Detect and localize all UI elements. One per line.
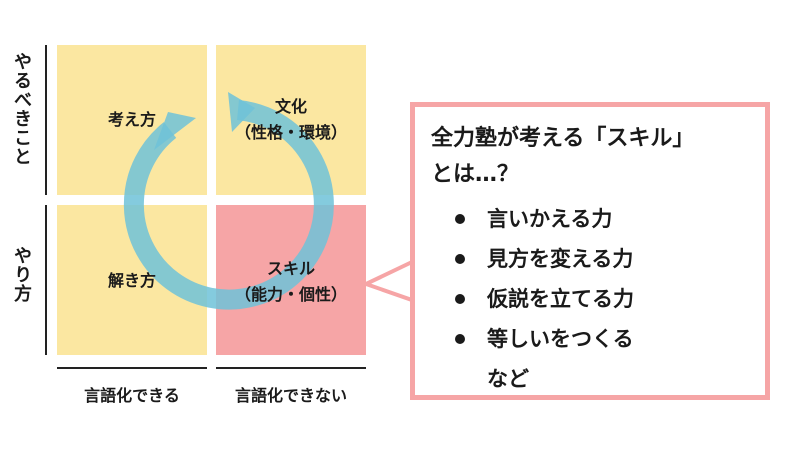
label-tokikata: 解き方 bbox=[107, 271, 156, 290]
label-kangaekata: 考え方 bbox=[107, 110, 156, 129]
skill-list-item: 等しいをつくる bbox=[453, 319, 634, 359]
y-axis-line-top bbox=[45, 45, 47, 195]
label-skill: スキル bbox=[266, 259, 315, 278]
skill-list-item: 言いかえる力 bbox=[453, 199, 634, 239]
callout-footer: など bbox=[487, 367, 529, 391]
skill-list-item: 見方を変える力 bbox=[453, 239, 634, 279]
label-skill-detail: （能力・個性） bbox=[234, 285, 347, 304]
skill-list-item: 仮説を立てる力 bbox=[453, 279, 634, 319]
skill-item-text: 等しいをつくる bbox=[487, 327, 634, 351]
label-bunka-detail: （性格・環境） bbox=[234, 123, 347, 142]
bullet-icon bbox=[455, 294, 465, 304]
x-axis-line-left bbox=[57, 367, 207, 369]
bullet-icon bbox=[455, 334, 465, 344]
quadrant-label-bottom-right: スキル （能力・個性） bbox=[216, 256, 366, 308]
x-axis-label-right: 言語化できない bbox=[234, 386, 347, 405]
skill-item-text: 見方を変える力 bbox=[487, 247, 634, 271]
callout-title-line2: とは…？ bbox=[431, 162, 520, 187]
callout-title: 全力塾が考える「スキル」 とは…？ bbox=[431, 121, 694, 193]
bullet-icon bbox=[455, 254, 465, 264]
y-axis-label-top: やるべきこと bbox=[11, 52, 32, 166]
quadrant-label-top-right: 文化 （性格・環境） bbox=[216, 94, 366, 146]
y-axis-line-bottom bbox=[45, 205, 47, 355]
skill-callout: 全力塾が考える「スキル」 とは…？ 言いかえる力 見方を変える力 仮説を立てる力… bbox=[410, 102, 770, 400]
skill-item-text: 仮説を立てる力 bbox=[487, 287, 634, 311]
x-axis-label-left: 言語化できる bbox=[84, 386, 180, 405]
skill-list: 言いかえる力 見方を変える力 仮説を立てる力 等しいをつくる bbox=[453, 199, 634, 359]
x-axis-line-right bbox=[216, 367, 366, 369]
quadrant-label-top-left: 考え方 bbox=[57, 107, 207, 133]
bullet-icon bbox=[455, 214, 465, 224]
y-axis-label-bottom: やり方 bbox=[11, 246, 32, 303]
skill-item-text: 言いかえる力 bbox=[487, 207, 613, 231]
label-bunka: 文化 bbox=[274, 97, 307, 116]
quadrant-label-bottom-left: 解き方 bbox=[57, 268, 207, 294]
callout-title-line1: 全力塾が考える「スキル」 bbox=[431, 126, 695, 151]
